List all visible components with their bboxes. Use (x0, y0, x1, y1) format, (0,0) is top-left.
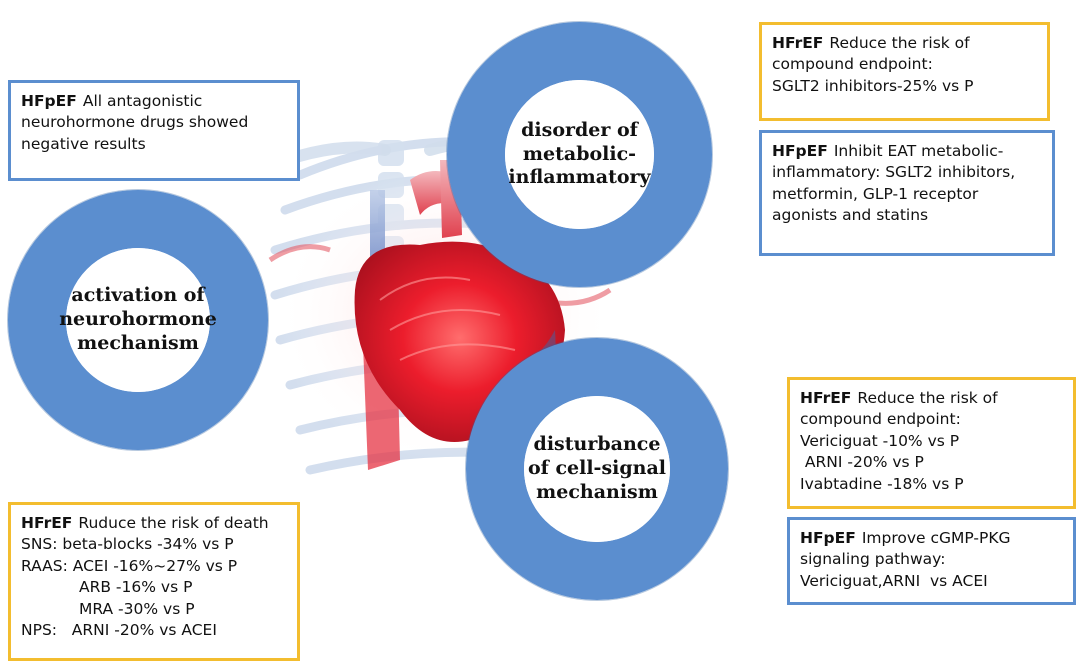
ring-neurohormone-label: activation of neurohormone mechanism (59, 284, 217, 354)
box-line: agonists and statins (772, 206, 929, 225)
ring-cell-signal-center: disturbance of cell-signal mechanism (524, 396, 670, 542)
box-line: Vericiguat,ARNI vs ACEI (800, 571, 988, 590)
box-line: SGLT2 inhibitors-25% vs P (772, 76, 974, 95)
hfref-cell-signal-box: HFrEF Reduce the risk of compound endpoin… (787, 377, 1076, 509)
box-line: MRA -30% vs P (79, 599, 195, 618)
box-line: signaling pathway: (800, 550, 946, 569)
box-line: RAAS: ACEI -16%~27% vs P (21, 556, 238, 575)
ring-cell-signal-label: disturbance of cell-signal mechanism (528, 433, 666, 503)
box-line: Reduce the risk of (857, 389, 998, 407)
box-tag: HFrEF (21, 514, 73, 532)
box-line: ARNI -20% vs P (800, 453, 924, 472)
hfpef-neurohormone-box: HFpEF All antagonistic neurohormone drugs… (8, 80, 300, 181)
box-line: Reduce the risk of (829, 34, 970, 52)
box-line: All antagonistic (82, 92, 203, 110)
box-tag: HFpEF (21, 92, 77, 110)
box-line: Ivabtadine -18% vs P (800, 474, 964, 493)
box-line: Vericiguat -10% vs P (800, 431, 960, 450)
box-line: neurohormone drugs showed (21, 113, 249, 132)
box-line: compound endpoint: (800, 410, 961, 429)
hfpef-cell-signal-box: HFpEF Improve cGMP-PKG signaling pathway:… (787, 517, 1076, 605)
box-line: compound endpoint: (772, 55, 933, 74)
box-line: Improve cGMP-PKG (861, 529, 1011, 547)
ring-metabolic-center: disorder of metabolic- inflammatory (505, 80, 654, 229)
box-line: Ruduce the risk of death (78, 514, 269, 532)
hfpef-metabolic-box: HFpEF Inhibit EAT metabolic- inflammatory… (759, 130, 1055, 256)
box-line: metformin, GLP-1 receptor (772, 184, 979, 203)
box-line: Inhibit EAT metabolic- (833, 142, 1004, 160)
box-tag: HFrEF (772, 34, 824, 52)
ring-neurohormone-center: activation of neurohormone mechanism (59, 248, 217, 392)
box-line: ARB -16% vs P (79, 578, 193, 597)
box-tag: HFrEF (800, 389, 852, 407)
heart-highlights (379, 276, 516, 361)
box-line: SNS: beta-blocks -34% vs P (21, 535, 234, 554)
box-line: inflammatory: SGLT2 inhibitors, (772, 163, 1016, 182)
box-line: negative results (21, 134, 146, 153)
hfref-metabolic-box: HFrEF Reduce the risk of compound endpoin… (759, 22, 1050, 121)
box-line: NPS: ARNI -20% vs ACEI (21, 620, 217, 639)
ring-metabolic-label: disorder of metabolic- inflammatory (508, 118, 651, 189)
hfref-neurohormone-box: HFrEF Ruduce the risk of death SNS: beta-… (8, 502, 300, 661)
box-tag: HFpEF (800, 529, 856, 547)
box-tag: HFpEF (772, 142, 828, 160)
